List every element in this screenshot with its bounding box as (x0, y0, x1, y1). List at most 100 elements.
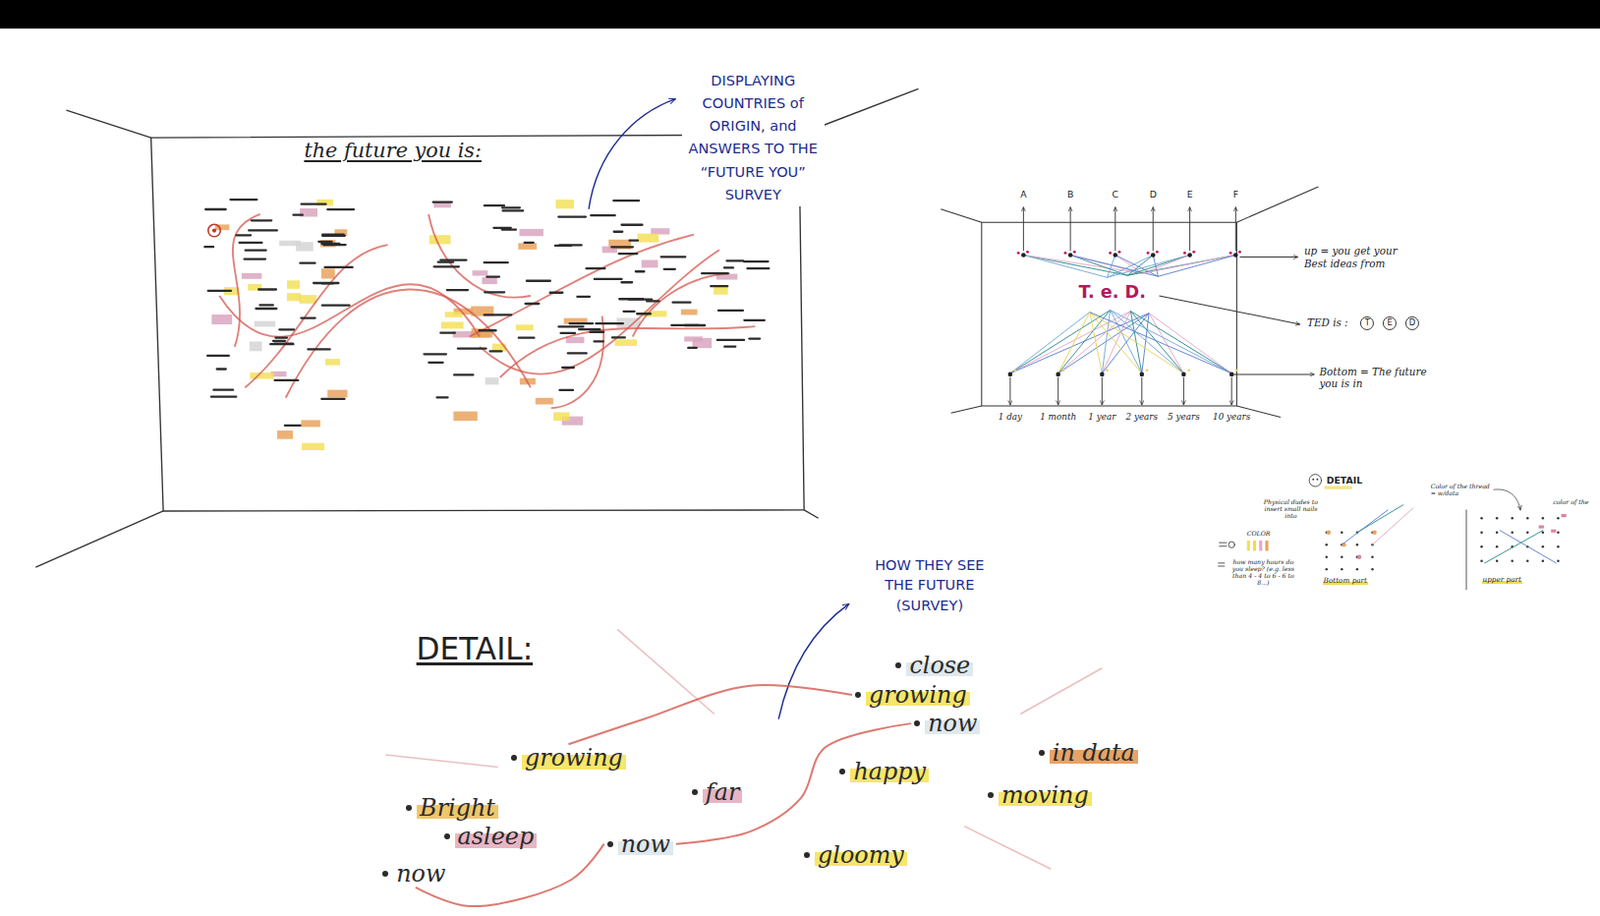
nail-dot (1099, 372, 1105, 378)
nail-dot (1181, 372, 1187, 378)
faint-thread (385, 628, 1102, 869)
answer-dash (204, 245, 214, 248)
source-letter: E (1187, 188, 1194, 200)
detail-note: how many hours do you sleep? (e.g. less … (1227, 558, 1300, 587)
answer-dash (503, 209, 524, 212)
sticker-mark (327, 390, 347, 399)
part-label: upper part (1482, 575, 1523, 585)
nail-dot (1026, 250, 1029, 254)
answer-dash (595, 322, 623, 325)
answer-dash (457, 346, 487, 349)
answer-dash (594, 340, 604, 343)
wall-title: the future you is: (303, 138, 482, 164)
nail-dot (1021, 252, 1027, 258)
detail-sketch (1510, 516, 1513, 519)
detail-sketch (1228, 541, 1235, 548)
survey-answer: now (911, 709, 983, 738)
ted-thread (1089, 312, 1185, 374)
answer-dash (433, 201, 453, 204)
axis-arrow (1057, 377, 1059, 405)
wall-thread (479, 249, 720, 374)
axis-arrow (1141, 377, 1143, 405)
answer-dash (622, 224, 643, 227)
answer-dash (623, 310, 634, 313)
sticker-mark (472, 270, 489, 276)
nail-dot (1238, 250, 1242, 254)
detail-sketch (1326, 529, 1332, 535)
wall-thread (469, 234, 694, 338)
detail-note: Color of the thread = w/data (1430, 482, 1490, 497)
survey-answer: moving (984, 781, 1095, 809)
answer-dash (614, 230, 624, 233)
answer-dash (235, 233, 251, 236)
sticker-mark (279, 240, 301, 247)
ted-thread (1058, 310, 1111, 374)
detail-note: Physical dudes to insert small nails int… (1260, 498, 1320, 519)
answer-dash (213, 389, 233, 392)
answer-dash (724, 266, 734, 269)
sticker-mark (321, 268, 336, 279)
detail-sketch (1324, 531, 1373, 572)
detail-sketch (1510, 531, 1513, 534)
axis-arrow (1152, 207, 1154, 252)
answer-dash (313, 282, 339, 285)
room-sketch (981, 222, 1238, 406)
nail-dot (1233, 252, 1239, 258)
detail-sketch (1218, 562, 1225, 564)
detail-sketch (1495, 560, 1498, 563)
answer-dash (259, 303, 273, 306)
circled-letter: T (1360, 316, 1374, 331)
answer-dash (327, 208, 354, 211)
answer-dash (502, 206, 520, 209)
answer-word: now (393, 860, 449, 887)
sticker-mark (286, 292, 301, 301)
detail-sketch (1324, 555, 1327, 558)
source-letter: C (1112, 188, 1120, 200)
answer-dash (743, 260, 769, 263)
answer-dash (437, 396, 449, 399)
detail-sketch (1542, 531, 1544, 534)
detail-sketch (1499, 530, 1556, 564)
nail-dot (1063, 251, 1067, 255)
annotation-leader (1231, 373, 1315, 375)
ted-thread (1107, 254, 1154, 278)
ted-thread (1142, 254, 1236, 274)
answer-dash (594, 278, 623, 281)
answer-dash (612, 336, 626, 339)
answer-word: asleep (455, 823, 538, 850)
source-letter: F (1233, 188, 1239, 200)
answer-dash (248, 228, 278, 231)
nail-dot (691, 789, 698, 796)
nail-dot (1068, 252, 1074, 258)
timescale-label: 1 day (998, 411, 1023, 423)
nail-dot (1055, 372, 1061, 378)
nail-dot (1105, 368, 1109, 372)
detail-sketch (1542, 516, 1544, 519)
detail-sketch (1371, 529, 1377, 535)
ted-thread-sketch (1008, 207, 1242, 405)
answer-dash (687, 346, 696, 349)
answer-dash (502, 228, 516, 230)
wall-thread (428, 214, 531, 298)
detail-sketch (1324, 568, 1327, 571)
detail-sketch (1258, 540, 1262, 551)
axis-arrow (1009, 377, 1011, 405)
answer-dash (428, 361, 443, 364)
answer-dash (486, 275, 500, 278)
sticker-mark (481, 277, 497, 285)
survey-answer: Bright (402, 794, 502, 822)
detail-sketch (1493, 489, 1521, 511)
ted-thread (1148, 313, 1184, 374)
detail-sketch (1309, 474, 1321, 487)
detail-sketch (1340, 568, 1343, 571)
nail-dot (1229, 251, 1233, 255)
detail-sketch (1371, 568, 1373, 571)
timescale-label: 10 years (1212, 411, 1251, 423)
survey-answer: now (604, 830, 677, 858)
circled-letter: E (1382, 316, 1397, 331)
answer-dash (568, 351, 587, 354)
nail-dot (1140, 372, 1145, 378)
detail-sketch (1526, 516, 1529, 519)
